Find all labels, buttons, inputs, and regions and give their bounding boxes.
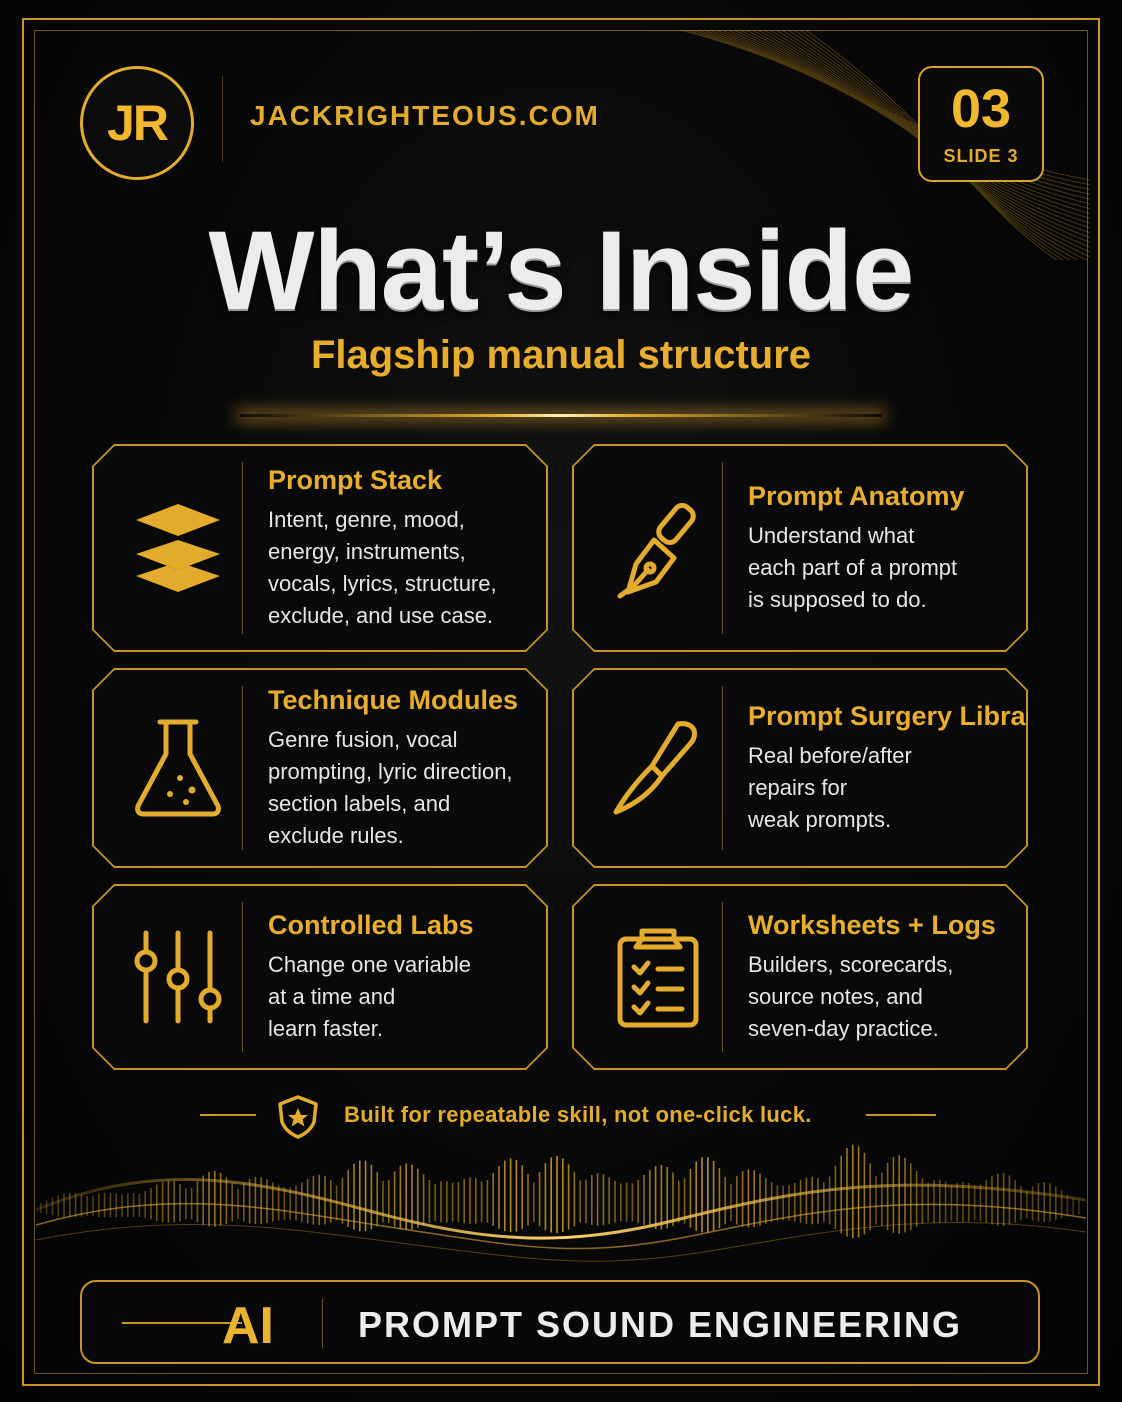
card-description: Understand what each part of a prompt is… (748, 522, 958, 612)
card-title: Worksheets + Logs (748, 909, 996, 940)
card-separator (722, 686, 723, 850)
card-prompt-surgery-library: Prompt Surgery Library Real before/after… (572, 668, 1028, 868)
sliders-icon (114, 884, 242, 1070)
card-controlled-labs: Controlled Labs Change one variable at a… (92, 884, 548, 1070)
tagline-line-left (200, 1114, 256, 1116)
card-title: Technique Modules (268, 684, 519, 715)
card-separator (242, 902, 243, 1052)
slide-label: SLIDE 3 (943, 145, 1019, 166)
header-divider (222, 76, 223, 162)
sound-wave-decoration (36, 1144, 1086, 1262)
card-separator (722, 462, 723, 634)
card-separator (242, 462, 243, 634)
card-description: Intent, genre, mood, energy, instruments… (268, 506, 497, 628)
card-technique-modules: Technique Modules Genre fusion, vocal pr… (92, 668, 548, 868)
card-description: Builders, scorecards, source notes, and … (748, 951, 954, 1041)
card-separator (242, 686, 243, 850)
footer-title: PROMPT SOUND ENGINEERING (358, 1304, 963, 1345)
card-prompt-anatomy: Prompt Anatomy Understand what each part… (572, 444, 1028, 652)
logo-text: JR (107, 95, 169, 151)
jr-logo: JR (80, 66, 194, 180)
inner-frame (34, 30, 1088, 1374)
card-description: Real before/after repairs for weak promp… (748, 742, 912, 832)
card-worksheets-logs: Worksheets + Logs Builders, scorecards, … (572, 884, 1028, 1070)
slide-number: 03 (950, 78, 1012, 139)
tagline-line-right (866, 1114, 936, 1116)
card-separator (722, 902, 723, 1052)
footer-ai-label: AI (222, 1297, 274, 1355)
card-prompt-stack: Prompt Stack Intent, genre, mood, energy… (92, 444, 548, 652)
tagline: Built for repeatable skill, not one-clic… (344, 1102, 812, 1127)
layers-icon (114, 444, 242, 652)
flask-icon (114, 668, 242, 868)
card-description: Change one variable at a time and learn … (268, 951, 472, 1041)
page-title: What’s Inside (208, 208, 915, 333)
slide-badge: 03 SLIDE 3 (918, 66, 1044, 182)
fountain-pen-icon (594, 444, 722, 652)
shield-star-icon (278, 1095, 318, 1139)
page-subtitle: Flagship manual structure (310, 333, 812, 377)
tagline-row: Built for repeatable skill, not one-clic… (0, 1094, 1122, 1140)
card-title: Controlled Labs (268, 909, 474, 940)
card-title: Prompt Surgery Library (748, 700, 1052, 731)
footer-bar: AI PROMPT SOUND ENGINEERING (80, 1280, 1040, 1364)
outer-frame (22, 18, 1100, 1386)
site-name: JACKRIGHTEOUS.COM (250, 100, 600, 131)
card-title: Prompt Anatomy (748, 480, 965, 511)
footer-separator (322, 1298, 323, 1348)
footer-line (122, 1322, 242, 1324)
scalpel-icon (594, 668, 722, 868)
glow-divider (240, 414, 882, 417)
card-description: Genre fusion, vocal prompting, lyric dir… (268, 726, 513, 848)
card-title: Prompt Stack (268, 464, 443, 495)
clipboard-checklist-icon (594, 884, 722, 1070)
